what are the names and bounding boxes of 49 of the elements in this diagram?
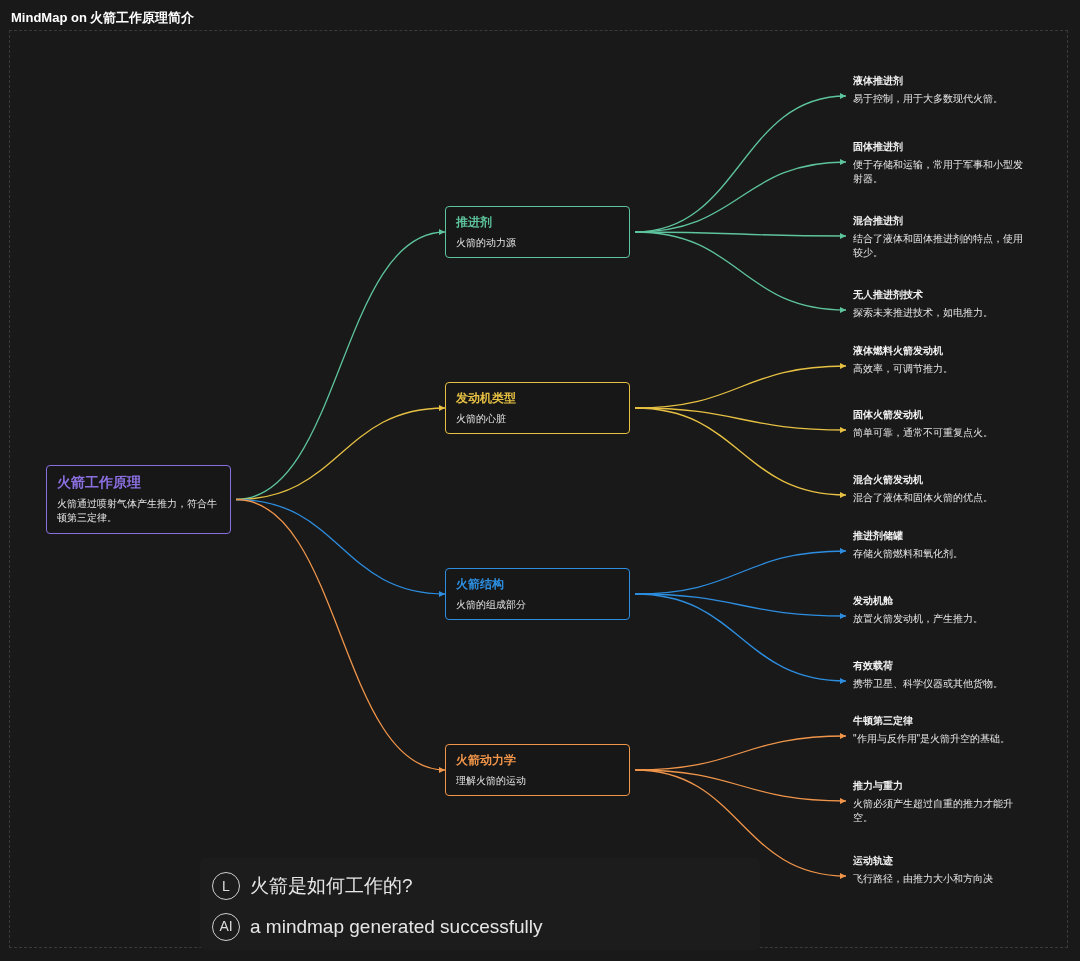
root-topic-box (46, 465, 231, 534)
topic-description: "作用与反作用"是火箭升空的基础。 (853, 732, 1012, 746)
topic-description: 结合了液体和固体推进剂的特点，使用较少。 (853, 232, 1024, 260)
branch-topic-box (445, 382, 630, 434)
topic-description: 飞行路径，由推力大小和方向决 (853, 872, 994, 886)
topic-title: 混合火箭发动机 (853, 473, 924, 486)
topic-description: 便于存储和运输，常用于军事和小型发射器。 (853, 158, 1024, 186)
topic-description: 探索未来推进技术，如电推力。 (853, 306, 994, 320)
topic-title: 推进剂 (456, 214, 493, 230)
diagram-title: MindMap on 火箭工作原理简介 (11, 9, 195, 27)
topic-description: 理解火箭的运动 (456, 773, 527, 788)
topic-description: 简单可靠，通常不可重复点火。 (853, 426, 994, 440)
topic-title: 火箭结构 (456, 576, 505, 592)
topic-description: 火箭的动力源 (456, 235, 517, 250)
topic-description: 易于控制，用于大多数现代火箭。 (853, 92, 1004, 106)
topic-description: 携带卫星、科学仪器或其他货物。 (853, 677, 1004, 691)
user-message: 火箭是如何工作的? (250, 874, 413, 898)
topic-title: 推力与重力 (853, 779, 904, 792)
branch-topic-box (445, 206, 630, 258)
topic-title: 推进剂储罐 (853, 529, 904, 542)
topic-title: 发动机舱 (853, 594, 894, 607)
topic-title: 牛顿第三定律 (853, 714, 914, 727)
connector-arrow (634, 407, 847, 498)
topic-title: 有效载荷 (853, 659, 894, 672)
topic-title: 火箭动力学 (456, 752, 517, 768)
topic-description: 存储火箭燃料和氧化剂。 (853, 547, 964, 561)
branch-topic-box (445, 568, 630, 620)
topic-title: 火箭工作原理 (57, 474, 142, 491)
topic-description: 火箭的组成部分 (456, 597, 527, 612)
topic-description: 火箭必须产生超过自重的推力才能升空。 (853, 797, 1014, 825)
topic-description: 火箭通过喷射气体产生推力，符合牛顿第三定律。 (57, 497, 218, 525)
topic-description: 混合了液体和固体火箭的优点。 (853, 491, 994, 505)
connector-arrow (634, 231, 847, 313)
topic-title: 液体推进剂 (853, 74, 904, 87)
topic-description: 放置火箭发动机，产生推力。 (853, 612, 984, 626)
topic-title: 液体燃料火箭发动机 (853, 344, 944, 357)
connector-arrow (235, 498, 446, 772)
branch-topic-box (445, 744, 630, 796)
topic-title: 无人推进剂技术 (853, 288, 924, 301)
topic-title: 固体火箭发动机 (853, 408, 924, 421)
topic-description: 火箭的心脏 (456, 411, 507, 426)
connector-arrow (634, 593, 847, 684)
topic-title: 固体推进剂 (853, 140, 904, 153)
topic-title: 混合推进剂 (853, 214, 904, 227)
topic-title: 发动机类型 (456, 390, 517, 406)
topic-description: 高效率，可调节推力。 (853, 362, 954, 376)
connector-arrow (634, 769, 847, 879)
topic-title: 运动轨迹 (853, 854, 894, 867)
assistant-message: a mindmap generated successfully (250, 914, 543, 939)
